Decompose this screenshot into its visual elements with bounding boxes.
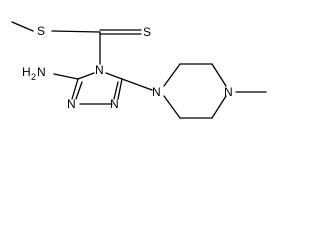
bond-c5-n1-a: [71, 78, 79, 100]
bond-pip-4: [211, 95, 227, 119]
atom-n-ring-left-b: N: [110, 97, 119, 111]
bond-pip-1: [163, 63, 181, 87]
bond-n4-c3: [105, 72, 123, 80]
bond-c5-n1-b: [75, 81, 83, 100]
bond-s-c: [51, 30, 101, 33]
atom-s-thione: S: [143, 25, 151, 39]
structure-canvas: S S N N N N N H 2 N: [11, 21, 267, 119]
bond-c5-nh2: [53, 73, 79, 80]
bond-n2-c3-b: [113, 81, 119, 100]
bond-methyl-s: [11, 21, 34, 32]
atom-amine-subscript: 2: [31, 72, 36, 82]
molecule-structure: S S N N N N N H 2 N: [11, 21, 267, 119]
atom-n-ring-top: N: [95, 63, 104, 77]
bond-c3-npip: [121, 78, 153, 91]
atom-s-thioether: S: [37, 24, 45, 38]
bond-pip-3: [211, 63, 227, 87]
bond-pip-6: [163, 95, 181, 119]
bond-layer: [11, 21, 267, 119]
bond-n4-c5: [77, 72, 95, 80]
bond-n2-c3-a: [117, 78, 123, 100]
atom-n-piperazine-left: N: [152, 85, 161, 99]
atom-n-piperazine-right: N: [224, 85, 233, 99]
atom-amine-h: H: [22, 65, 31, 79]
atom-n-ring-left-a: N: [67, 97, 76, 111]
atom-label-layer: S S N N N N N H 2 N: [22, 24, 233, 111]
atom-amine-n: N: [37, 65, 46, 79]
